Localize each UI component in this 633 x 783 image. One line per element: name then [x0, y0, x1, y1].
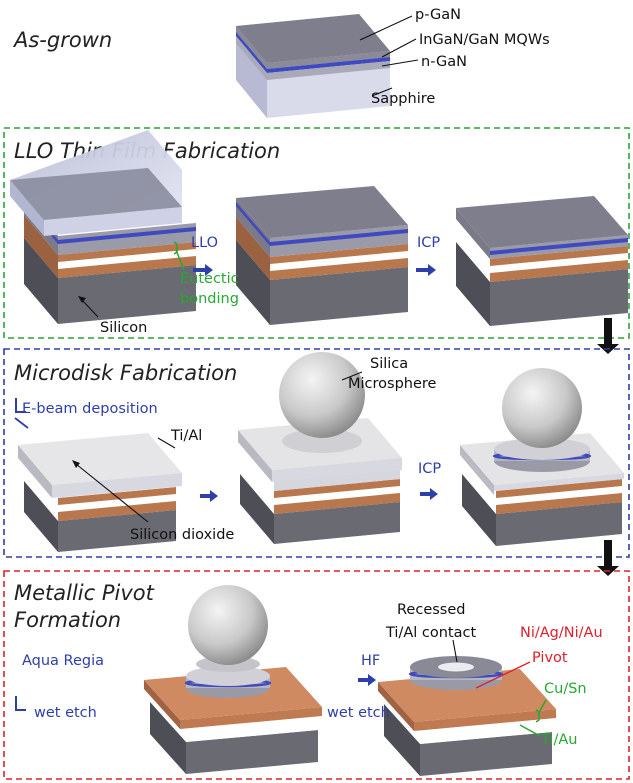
tiau-label: Ti/Au: [540, 732, 577, 748]
microdisk-stack-2: [238, 352, 402, 544]
llo-arrows: [193, 264, 436, 276]
pivot-label: Pivot: [532, 650, 568, 666]
llo-section: LLO Thin Film Fabrication: [3, 127, 630, 339]
sapphire-label: Sapphire: [371, 91, 435, 107]
ebeam-marker-icon: [15, 398, 26, 413]
pivot-title-1: Metallic Pivot: [14, 581, 155, 605]
silica-microsphere-1: [279, 352, 365, 438]
pivot-stack-1: [144, 585, 322, 774]
silica-label: Silica: [370, 356, 408, 372]
pivot-section: Metallic Pivot Formation: [3, 570, 630, 780]
p-gan-label: p-GaN: [415, 7, 461, 23]
eutectic-bracket: [173, 241, 185, 271]
pivot-title-2: Formation: [14, 608, 121, 632]
icp-label-2: ICP: [418, 461, 441, 477]
pivot-stack-2: [378, 656, 556, 776]
as-grown-leaders: [359, 15, 419, 97]
wet-etch-label-1: wet etch: [34, 705, 97, 721]
llo-label: LLO: [191, 235, 218, 251]
sio2-arrowhead-icon: [72, 460, 80, 468]
microdisk-arrows: [200, 488, 438, 502]
as-grown-wafer: [236, 14, 390, 118]
llo-stack-2: [236, 186, 408, 325]
hf-arrow-icon: [358, 674, 376, 686]
bonding-label: bonding: [180, 291, 239, 307]
llo-stack-3: [456, 196, 628, 326]
llo-box: [3, 127, 630, 339]
pivot-box: [3, 570, 630, 780]
silica-leader: [341, 371, 363, 381]
aqua-marker-icon: [15, 696, 26, 711]
icp-arrow-icon: [416, 264, 436, 276]
sio2-leader: [75, 463, 149, 523]
cusn-label: Cu/Sn: [544, 681, 587, 697]
ebeam-label: E-beam deposition: [22, 401, 158, 417]
microdisk-arrow-icon-1: [200, 490, 218, 502]
microsphere-label: Microsphere: [348, 376, 437, 392]
down-arrow-icon-2: [597, 540, 619, 576]
down-arrow-icon-1: [597, 318, 619, 354]
eutectic-label: Eutectic: [180, 271, 239, 287]
hf-label: HF: [361, 653, 380, 669]
microdisk-stack-1: [18, 433, 182, 552]
pivot-leader: [475, 661, 531, 689]
tial-label: Ti/Al: [170, 428, 202, 444]
llo-stack-1: [10, 130, 196, 324]
recessed-label: Recessed: [397, 602, 465, 618]
icp-arrow-icon-2: [420, 488, 438, 500]
silicon-leader: [81, 299, 99, 318]
ingan-mqw-label: InGaN/GaN MQWs: [419, 32, 550, 48]
microdisk-box: [3, 348, 630, 558]
sio2-label: Silicon dioxide: [130, 527, 234, 543]
microdisk-section: Microdisk Fabrication: [3, 348, 630, 558]
cusn-bracket: [519, 699, 547, 737]
as-grown-title: As-grown: [12, 28, 112, 52]
tial-contact-label: Ti/Al contact: [385, 625, 476, 641]
n-gan-label: n-GaN: [421, 54, 467, 70]
llo-arrow-icon: [193, 264, 213, 276]
as-grown-section: As-grown p-GaN InGaN/GaN MQWs n-GaN Sapp…: [12, 7, 550, 118]
pivot-arrows: [358, 674, 376, 686]
silicon-label: Silicon: [100, 320, 147, 336]
tial-leader: [157, 437, 176, 449]
ebeam-direction-icon: [14, 417, 29, 429]
recessed-leader: [452, 639, 458, 663]
microdisk-title: Microdisk Fabrication: [14, 361, 237, 385]
icp-label-1: ICP: [417, 235, 440, 251]
silica-microsphere-2: [502, 368, 582, 448]
aqua-regia-label: Aqua Regia: [22, 653, 104, 669]
microdisk-stack-3: [460, 368, 624, 546]
wet-etch-label-2: wet etch: [327, 705, 390, 721]
silica-microsphere-3: [188, 585, 268, 665]
niag-label: Ni/Ag/Ni/Au: [520, 625, 603, 641]
silicon-arrowhead-icon: [78, 296, 86, 303]
